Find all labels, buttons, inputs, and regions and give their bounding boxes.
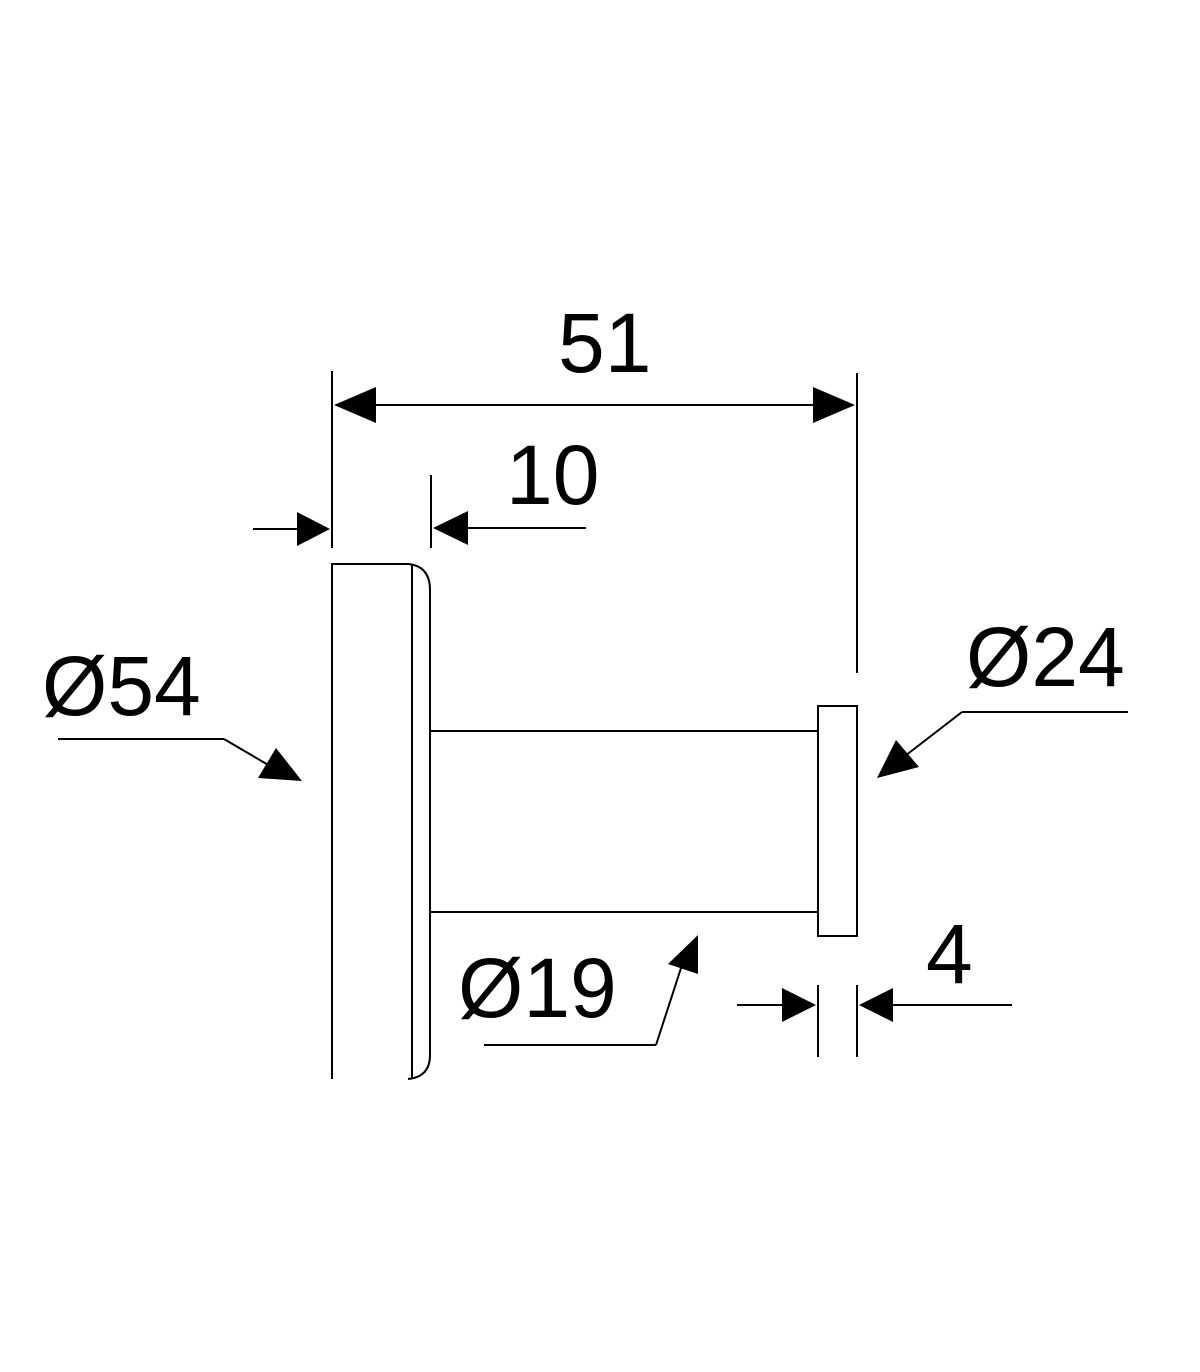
arrowhead-inner xyxy=(433,511,468,545)
dimension-label-10: 10 xyxy=(506,428,599,522)
dimension-diameter-19: Ø19 xyxy=(458,935,698,1046)
dimension-label-4: 4 xyxy=(926,907,973,1001)
dimension-label-diameter-19: Ø19 xyxy=(458,941,617,1035)
arrowhead xyxy=(877,740,919,778)
dimension-51: 51 xyxy=(331,296,858,673)
arrowhead xyxy=(668,935,698,974)
hook-part xyxy=(331,563,858,1080)
dimension-10: 10 xyxy=(253,428,599,548)
leader-line-angled xyxy=(904,711,963,757)
base-plate-outline xyxy=(331,563,431,1080)
leader-line-angled xyxy=(655,964,683,1046)
arrowhead-left xyxy=(334,387,376,423)
arrowhead-right xyxy=(859,988,893,1022)
arrowhead xyxy=(258,748,302,781)
dimension-label-diameter-54: Ø54 xyxy=(42,639,201,733)
dimension-4: 4 xyxy=(737,907,1012,1057)
arrowhead-left xyxy=(782,988,816,1022)
leader-line-angled xyxy=(223,738,271,767)
dimension-diameter-24: Ø24 xyxy=(877,610,1128,778)
dimension-label-51: 51 xyxy=(558,296,651,390)
dimension-diameter-54: Ø54 xyxy=(42,639,302,781)
cap-outline xyxy=(817,705,858,937)
arrowhead-right xyxy=(813,387,855,423)
dimension-label-diameter-24: Ø24 xyxy=(966,610,1125,704)
arrowhead-outer xyxy=(297,512,330,546)
